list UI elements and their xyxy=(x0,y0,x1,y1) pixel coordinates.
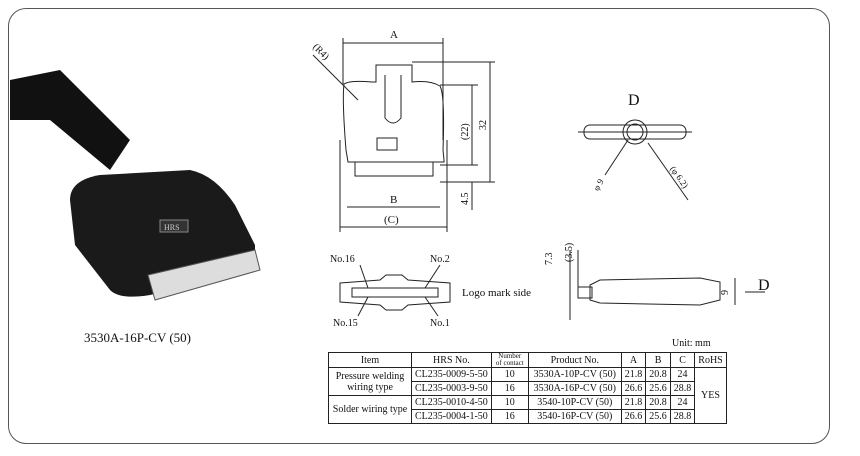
header-hrs-no: HRS No. xyxy=(411,352,492,368)
cell: 21.8 xyxy=(620,367,647,382)
arrow-d-label: D xyxy=(758,277,770,294)
phi9-label: φ 9 xyxy=(591,177,606,193)
dim-45-label: 4.5 xyxy=(460,193,471,206)
header-rohs: RoHS xyxy=(694,352,727,368)
dim-c-label: (C) xyxy=(384,214,399,226)
spec-table: Item HRS No. Number of contact Product N… xyxy=(328,352,727,424)
dim-35-label: (3.5) xyxy=(564,243,575,262)
cell: 3530A-16P-CV (50) xyxy=(527,381,622,396)
cell: 20.8 xyxy=(645,395,671,410)
connector-photo: HRS xyxy=(10,70,261,301)
cell: 24 xyxy=(669,395,696,410)
cell: 16 xyxy=(490,381,529,396)
cell: CL235-0004-1-50 xyxy=(411,409,492,424)
pin-view xyxy=(339,264,451,317)
cell: 25.6 xyxy=(645,381,671,396)
cell: CL235-0010-4-50 xyxy=(411,395,492,410)
cell: CL235-0003-9-50 xyxy=(411,381,492,396)
dim-b-label: B xyxy=(390,194,397,206)
header-b: B xyxy=(645,352,671,368)
dim-73-label: 7.3 xyxy=(544,253,555,266)
table-row: Pressure welding wiring type CL235-0009-… xyxy=(328,367,727,424)
logo-side-label: Logo mark side xyxy=(462,287,531,299)
rohs-cell: YES xyxy=(694,367,727,424)
cell: 25.6 xyxy=(645,409,671,424)
cell: 3540-16P-CV (50) xyxy=(527,409,622,424)
header-c: C xyxy=(669,352,696,368)
unit-label: Unit: mm xyxy=(672,338,711,349)
content-frame xyxy=(8,8,830,444)
dim-a-label: A xyxy=(390,29,398,41)
pin-no15-label: No.15 xyxy=(333,318,358,329)
photo-caption: 3530A-16P-CV (50) xyxy=(84,330,192,345)
group-label: Solder wiring type xyxy=(328,395,412,424)
cell: 16 xyxy=(490,409,529,424)
pin-no1-label: No.1 xyxy=(430,318,450,329)
cell: CL235-0009-5-50 xyxy=(411,367,492,382)
cell: 28.8 xyxy=(669,409,696,424)
dim-9-label: 9 xyxy=(720,290,731,295)
cell: 21.8 xyxy=(620,395,647,410)
cell: 28.8 xyxy=(669,381,696,396)
header-item: Item xyxy=(328,352,412,368)
header-a: A xyxy=(620,352,647,368)
table-row: Solder wiring type CL235-0010-4-50 10 35… xyxy=(328,395,727,424)
table-header-row: Item HRS No. Number of contact Product N… xyxy=(328,352,727,368)
photo-logo: HRS xyxy=(164,223,180,232)
dim-32-label: 32 xyxy=(478,120,489,130)
cell: 24 xyxy=(669,367,696,382)
dim-22-label: (22) xyxy=(460,123,471,140)
cell: 10 xyxy=(490,367,529,382)
cell: 20.8 xyxy=(645,367,671,382)
table-row: CL235-0003-9-50 16 3530A-16P-CV (50) 26.… xyxy=(329,381,727,396)
header-product-no: Product No. xyxy=(527,352,622,368)
cell: 3530A-10P-CV (50) xyxy=(527,367,622,382)
front-view xyxy=(312,38,495,232)
table-row: CL235-0004-1-50 16 3540-16P-CV (50) 26.6… xyxy=(329,409,727,424)
cell: 3540-10P-CV (50) xyxy=(527,395,622,410)
pin-no16-label: No.16 xyxy=(330,254,355,265)
d-view xyxy=(578,119,692,201)
group-label: Pressure welding wiring type xyxy=(328,367,412,396)
header-contacts: Number of contact xyxy=(490,352,529,368)
cell: 26.6 xyxy=(620,381,647,396)
view-d-label: D xyxy=(628,92,640,109)
radius-label: (R4) xyxy=(310,42,331,63)
pin-no2-label: No.2 xyxy=(430,254,450,265)
cell: 10 xyxy=(490,395,529,410)
cell: 26.6 xyxy=(620,409,647,424)
side-view xyxy=(569,250,765,320)
